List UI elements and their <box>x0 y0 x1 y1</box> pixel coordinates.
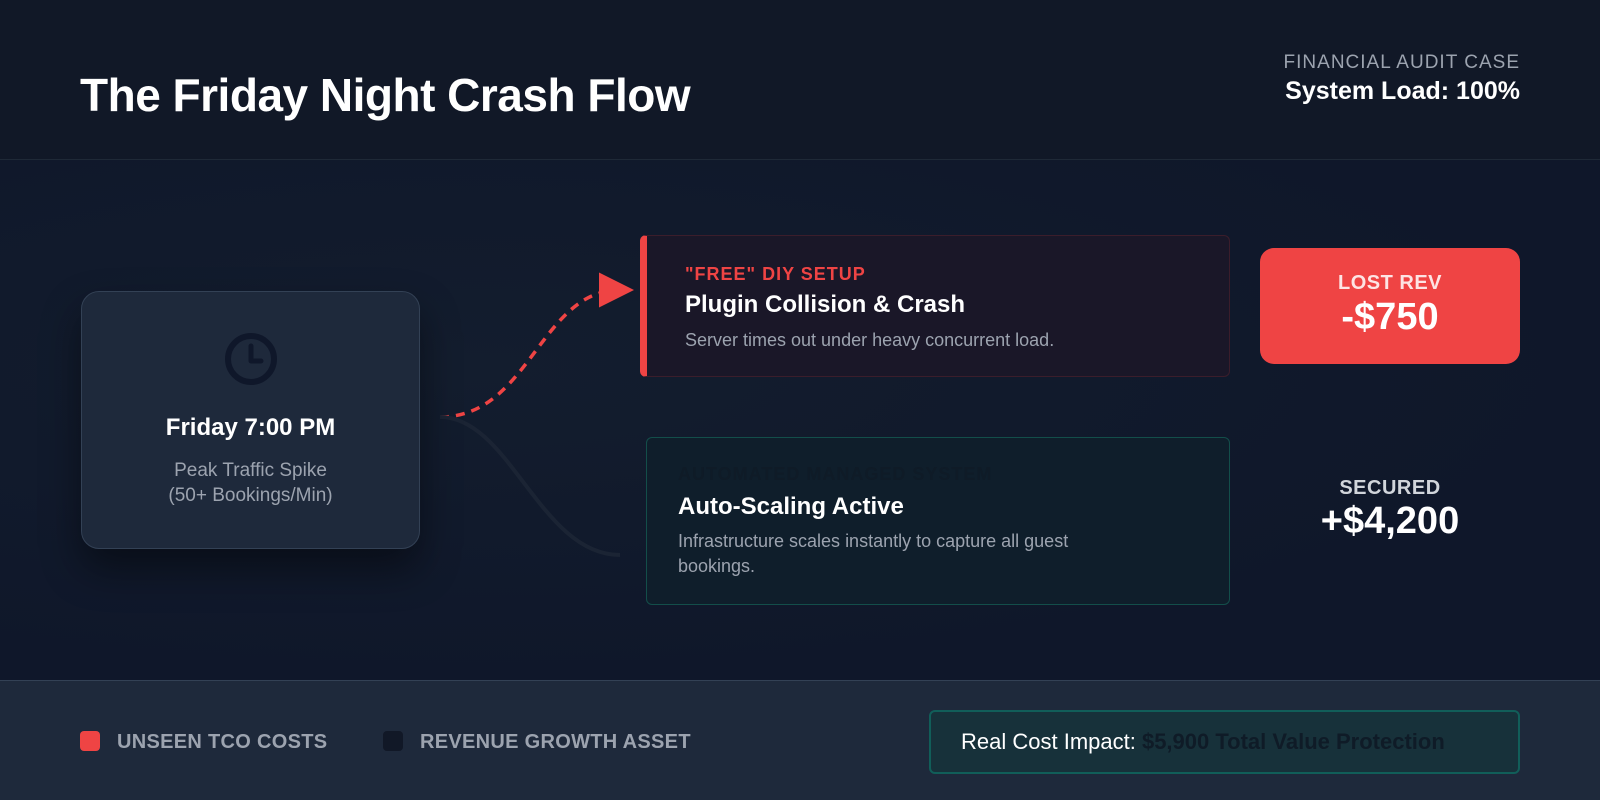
cost-impact-summary: Real Cost Impact: $5,900 Total Value Pro… <box>929 710 1520 774</box>
legend-swatch-growth <box>383 731 403 751</box>
diy-tag: "FREE" DIY SETUP <box>685 264 866 284</box>
secured-revenue-label: SECURED <box>1339 477 1441 499</box>
secured-revenue-value: +$4,200 <box>1320 500 1460 542</box>
lost-revenue-label: LOST REV <box>1337 272 1442 294</box>
legend-swatch-tco <box>80 731 100 751</box>
lost-revenue-value: -$750 <box>1341 296 1439 338</box>
managed-path-connector <box>439 415 621 557</box>
secured-revenue-badge: SECURED +$4,200 <box>1260 475 1520 555</box>
managed-description: Infrastructure scales instantly to captu… <box>678 531 1069 576</box>
managed-tag: AUTOMATED MANAGED SYSTEM <box>678 464 993 484</box>
cost-impact-label: Real Cost Impact: <box>961 729 1142 754</box>
page-title: The Friday Night Crash Flow <box>80 69 691 121</box>
managed-title: Auto-Scaling Active <box>678 493 904 520</box>
cost-impact-value: $5,900 Total Value Protection <box>1141 729 1445 754</box>
clock-icon <box>225 333 277 385</box>
spike-description: Peak Traffic Spike (50+ Bookings/Min) <box>82 458 419 508</box>
footer: UNSEEN TCO COSTS REVENUE GROWTH ASSET Re… <box>0 680 1600 800</box>
diy-description: Server times out under heavy concurrent … <box>685 330 1055 350</box>
traffic-spike-card: Friday 7:00 PM Peak Traffic Spike (50+ B… <box>81 291 420 549</box>
diy-title: Plugin Collision & Crash <box>685 291 966 318</box>
lost-revenue-badge: LOST REV -$750 <box>1260 248 1520 364</box>
spike-description-line2: (50+ Bookings/Min) <box>168 485 333 506</box>
spike-description-line1: Peak Traffic Spike <box>174 460 327 481</box>
spike-time: Friday 7:00 PM <box>165 414 336 441</box>
system-load-status: System Load: 100% <box>1285 77 1520 105</box>
case-label: FINANCIAL AUDIT CASE <box>1283 52 1520 73</box>
crash-path-connector <box>439 272 634 419</box>
legend-label-tco: UNSEEN TCO COSTS <box>117 731 328 753</box>
header: The Friday Night Crash Flow FINANCIAL AU… <box>0 0 1600 160</box>
flow-diagram: Friday 7:00 PM Peak Traffic Spike (50+ B… <box>0 160 1600 680</box>
legend-label-growth: REVENUE GROWTH ASSET <box>420 731 691 753</box>
managed-system-card: AUTOMATED MANAGED SYSTEM Auto-Scaling Ac… <box>646 437 1230 605</box>
flow-connectors <box>439 272 634 557</box>
diy-setup-card: "FREE" DIY SETUP Plugin Collision & Cras… <box>640 235 1230 377</box>
